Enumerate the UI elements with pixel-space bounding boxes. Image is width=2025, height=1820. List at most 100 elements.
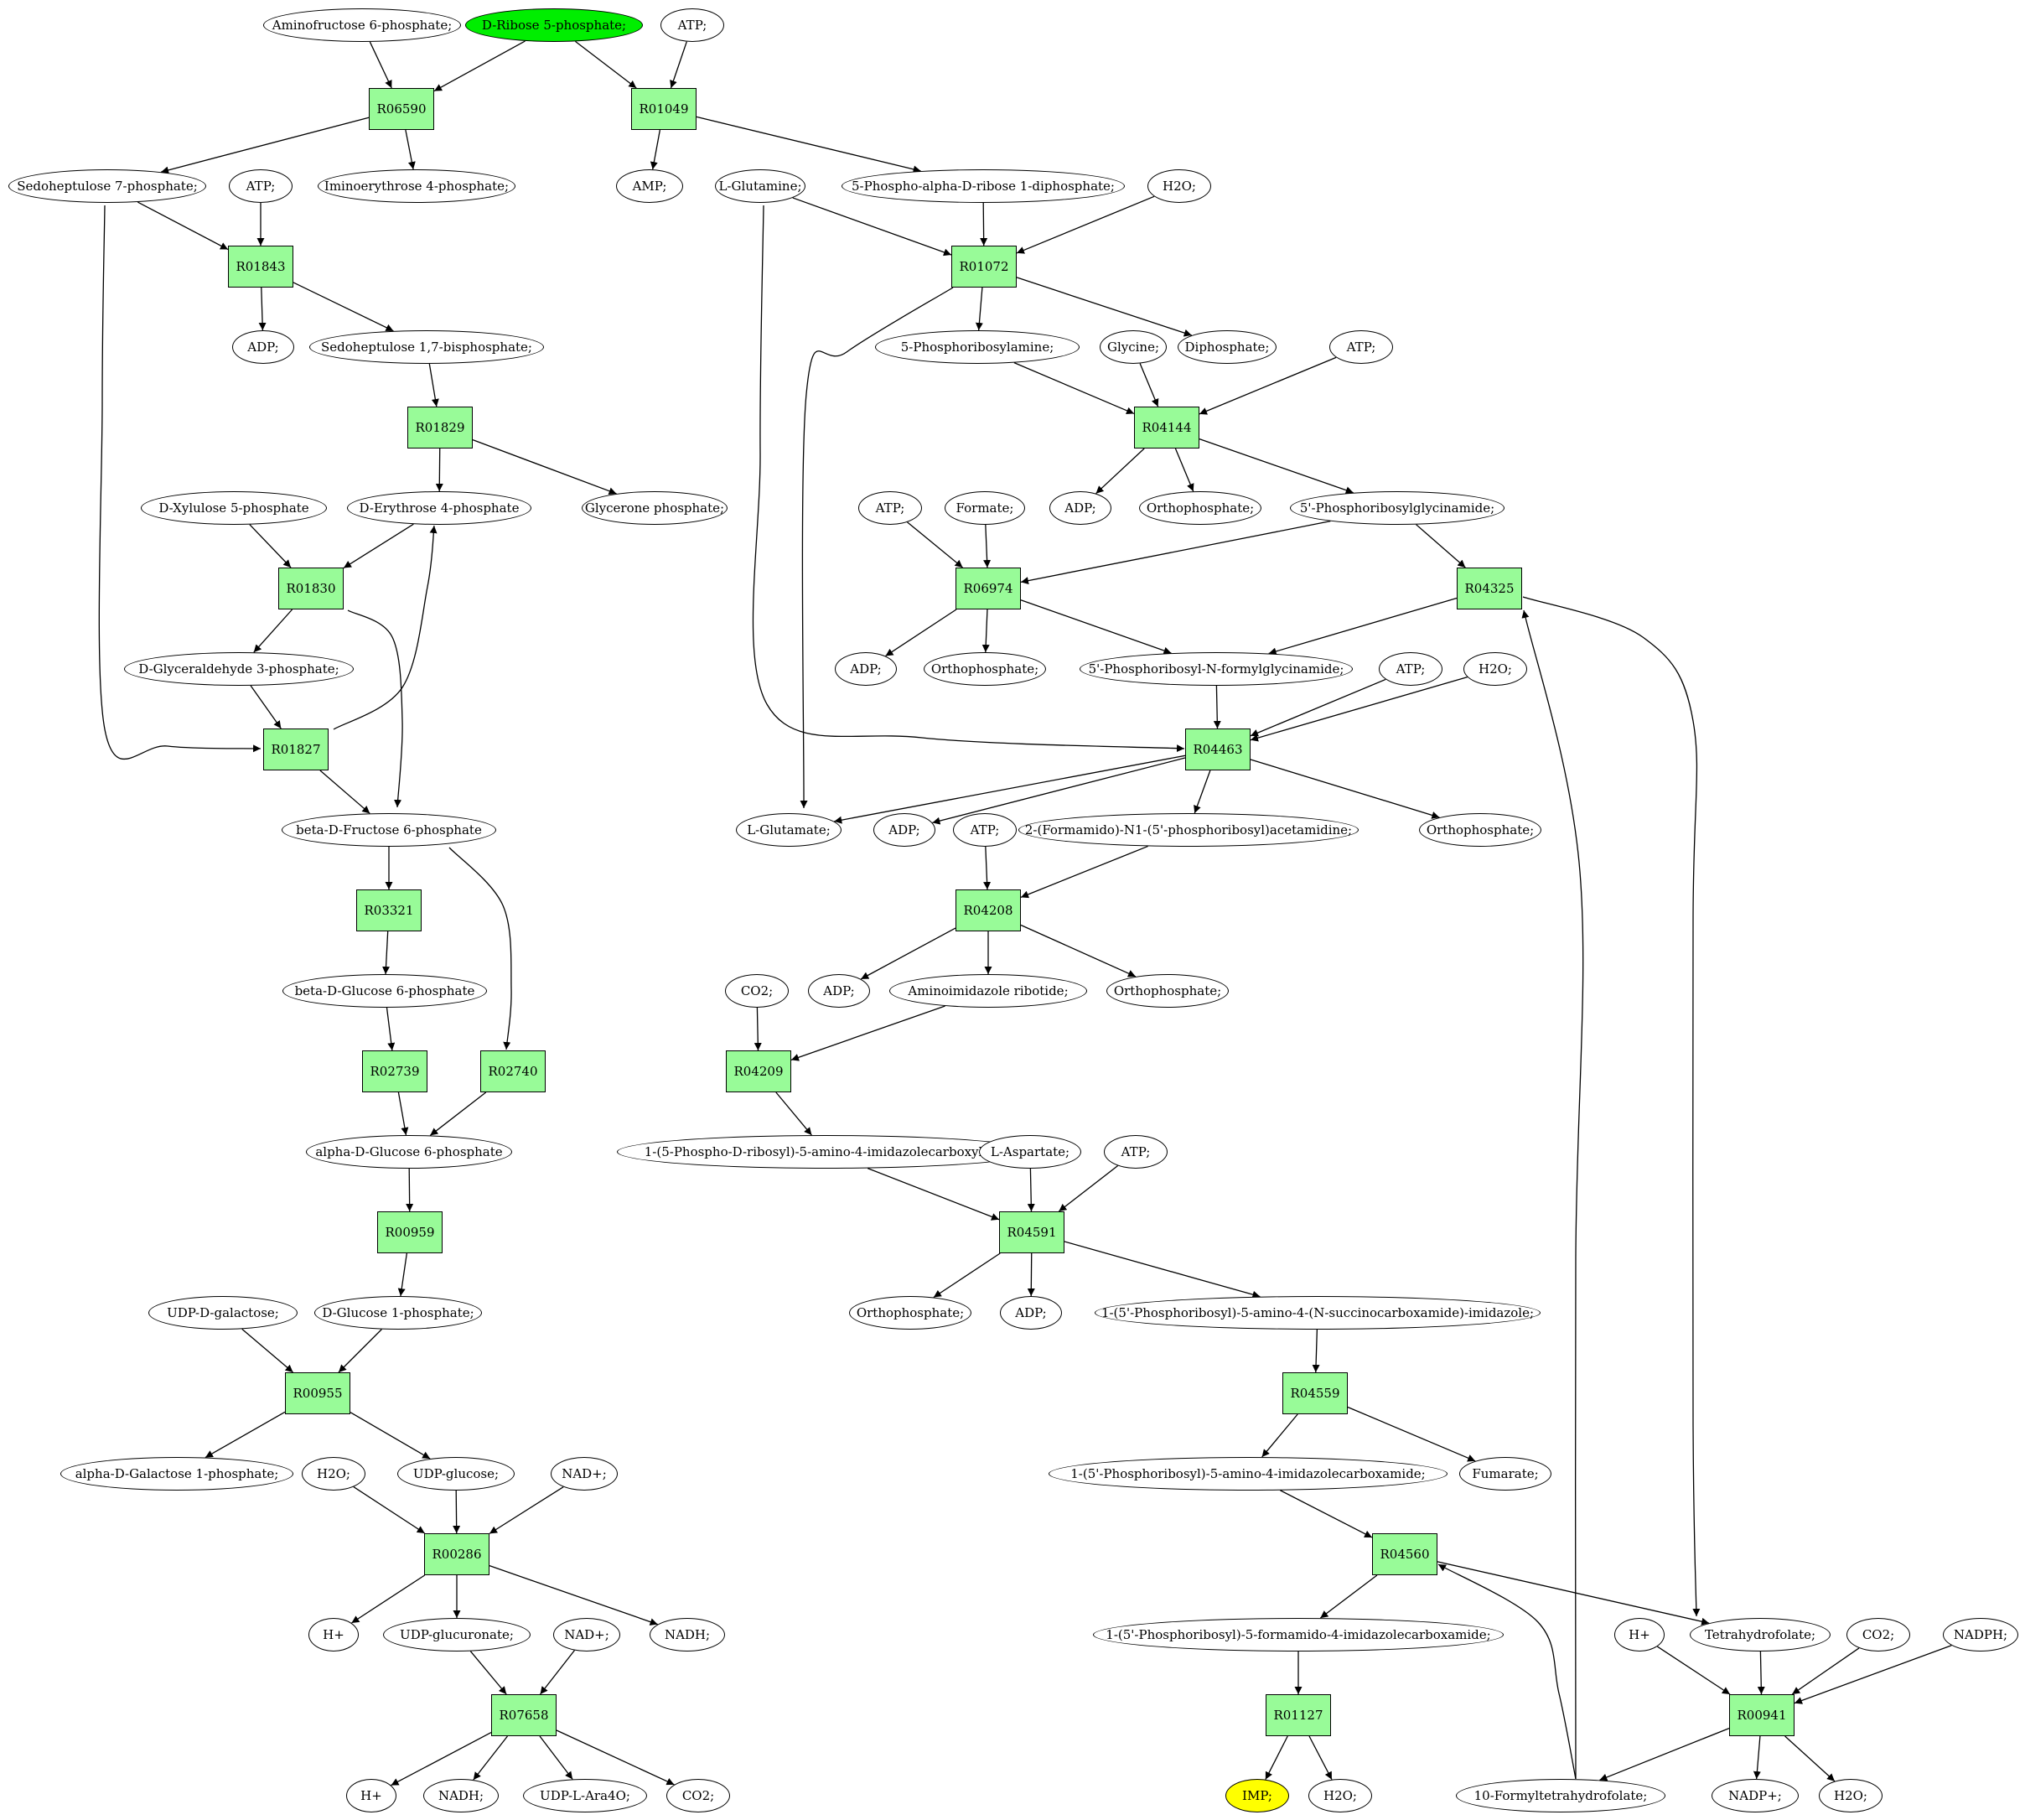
compound-node-c_fgam: 2-(Formamido)-N1-(5'-phosphoribosyl)acet… xyxy=(1018,813,1359,847)
compound-node-c_10fthf: 10-Formyltetrahydrofolate; xyxy=(1456,1779,1665,1812)
edge-c_fru6p-to-r_R02740 xyxy=(448,847,512,1050)
node-label: alpha-D-Glucose 6-phosphate xyxy=(315,1144,503,1159)
node-label: AMP; xyxy=(632,179,667,194)
reaction-node-r_R01072: R01072 xyxy=(951,246,1017,288)
compound-node-c_pi_4208: Orthophosphate; xyxy=(1106,974,1229,1008)
compound-node-c_lglu: L-Glutamate; xyxy=(736,813,842,847)
edge-c_nad_7658-to-r_R07658 xyxy=(540,1650,575,1695)
node-label: L-Aspartate; xyxy=(990,1144,1070,1159)
compound-node-c_pi_4591: Orthophosphate; xyxy=(849,1296,971,1330)
edge-c_co2_4209-to-r_R04209 xyxy=(754,1007,762,1051)
edge-c_nadph-to-r_R00941 xyxy=(1794,1645,1952,1704)
node-label: Orthophosphate; xyxy=(1113,983,1222,998)
edge-r_R01127-to-c_imp xyxy=(1265,1735,1288,1780)
edge-c_10fthf-to-r_R04560 xyxy=(1437,1563,1577,1780)
reaction-node-r_R02740: R02740 xyxy=(480,1050,546,1092)
compound-node-c_aicar: 1-(5'-Phosphoribosyl)-5-amino-4-imidazol… xyxy=(1049,1457,1448,1491)
reaction-node-r_R00286: R00286 xyxy=(424,1533,489,1575)
node-label: Sedoheptulose 7-phosphate; xyxy=(17,179,198,194)
node-label: R04463 xyxy=(1193,742,1243,757)
node-label: NADH; xyxy=(664,1627,711,1642)
edge-r_R04325-to-c_thf xyxy=(1522,596,1701,1617)
compound-node-c_ribose5p: D-Ribose 5-phosphate; xyxy=(465,8,643,42)
node-label: ADP; xyxy=(888,822,920,837)
compound-node-c_glc6p_alpha: alpha-D-Glucose 6-phosphate xyxy=(306,1135,512,1169)
node-label: H2O; xyxy=(317,1466,350,1481)
compound-node-c_nad_286: NAD+; xyxy=(551,1457,618,1491)
node-label: Orthophosphate; xyxy=(1146,500,1255,516)
node-label: ADP; xyxy=(247,340,279,355)
edge-r_R00955-to-c_gal1p xyxy=(205,1411,286,1459)
compound-node-c_h_7658: H+ xyxy=(346,1779,396,1812)
node-label: H+ xyxy=(323,1627,344,1642)
compound-node-c_atp_4463: ATP; xyxy=(1379,652,1442,686)
compound-node-c_sedo17bp: Sedoheptulose 1,7-bisphosphate; xyxy=(309,330,544,364)
node-label: H2O; xyxy=(1834,1788,1867,1803)
node-label: Tetrahydrofolate; xyxy=(1704,1627,1816,1642)
edge-r_R04144-to-c_pi_4144 xyxy=(1174,448,1194,492)
node-label: Fumarate; xyxy=(1472,1466,1539,1481)
compound-node-c_air: Aminoimidazole ribotide; xyxy=(889,974,1087,1008)
edge-c_g3p-to-r_R01827 xyxy=(250,685,282,729)
node-label: R07658 xyxy=(499,1708,549,1723)
node-label: R01127 xyxy=(1273,1708,1323,1723)
compound-node-c_nadp: NADP+; xyxy=(1712,1779,1799,1812)
reaction-node-r_R04560: R04560 xyxy=(1372,1533,1437,1575)
compound-node-c_udpglcA: UDP-glucuronate; xyxy=(383,1618,531,1651)
node-label: R03321 xyxy=(364,903,414,918)
compound-node-c_iminoery4p: Iminoerythrose 4-phosphate; xyxy=(318,169,515,203)
compound-node-c_glycine: Glycine; xyxy=(1100,330,1167,364)
edge-r_R04591-to-c_saicar xyxy=(1064,1241,1261,1299)
node-label: 5-Phospho-alpha-D-ribose 1-diphosphate; xyxy=(852,179,1115,194)
node-label: Glycerone phosphate; xyxy=(584,500,725,516)
compound-node-c_thf: Tetrahydrofolate; xyxy=(1690,1618,1831,1651)
node-label: Aminofructose 6-phosphate; xyxy=(272,18,453,33)
node-label: R01072 xyxy=(959,259,1009,274)
edge-c_h2o_286-to-r_R00286 xyxy=(353,1486,426,1534)
compound-node-c_udpara4o: UDP-L-Ara4O; xyxy=(523,1779,647,1812)
edge-r_R03321-to-c_glc6p_beta xyxy=(382,931,391,975)
node-label: Orthophosphate; xyxy=(1426,822,1535,837)
reaction-node-r_R04325: R04325 xyxy=(1457,568,1522,609)
reaction-node-r_R04591: R04591 xyxy=(999,1211,1064,1253)
edge-r_R04144-to-c_gar xyxy=(1199,438,1354,495)
node-label: H+ xyxy=(360,1788,382,1803)
node-label: R04560 xyxy=(1380,1547,1430,1562)
node-label: R04209 xyxy=(733,1064,784,1079)
node-label: R02740 xyxy=(488,1064,538,1079)
edge-c_formate-to-r_R06974 xyxy=(983,524,992,568)
reaction-node-r_R07658: R07658 xyxy=(491,1694,557,1736)
node-label: R06974 xyxy=(963,581,1013,596)
edge-r_R00941-to-c_nadp xyxy=(1753,1735,1761,1780)
edge-r_R04463-to-c_pi_4463 xyxy=(1250,759,1440,819)
compound-node-c_g3p: D-Glyceraldehyde 3-phosphate; xyxy=(124,652,354,686)
node-label: R00959 xyxy=(385,1225,435,1240)
node-label: H2O; xyxy=(1479,661,1512,677)
node-label: R04144 xyxy=(1142,420,1192,435)
compound-node-c_nadph: NADPH; xyxy=(1943,1618,2018,1651)
edge-r_R04463-to-c_lglu xyxy=(834,754,1186,824)
compound-node-c_nad_7658: NAD+; xyxy=(553,1618,620,1651)
compound-node-c_co2_4209: CO2; xyxy=(725,974,789,1008)
edge-r_R06590-to-c_iminoery4p xyxy=(405,129,416,170)
node-label: ADP; xyxy=(850,661,882,677)
node-label: UDP-glucuronate; xyxy=(400,1627,514,1642)
compound-node-c_h2o_1127: H2O; xyxy=(1308,1779,1372,1812)
edge-c_gar-to-r_R06974 xyxy=(1020,521,1331,585)
compound-node-c_lgln: L-Glutamine; xyxy=(715,169,805,203)
node-label: Sedoheptulose 1,7-bisphosphate; xyxy=(321,340,532,355)
edge-c_10fthf-to-r_R04325 xyxy=(1521,609,1584,1780)
compound-node-c_amp: AMP; xyxy=(616,169,683,203)
edge-r_R06974-to-c_fgar xyxy=(1020,599,1172,655)
node-label: L-Glutamate; xyxy=(747,822,831,837)
compound-node-c_co2_941: CO2; xyxy=(1846,1618,1910,1651)
edge-r_R01072-to-c_5pra xyxy=(975,287,983,331)
edge-c_udpglc-to-r_R00286 xyxy=(453,1490,461,1534)
reaction-node-r_R01843: R01843 xyxy=(228,246,293,288)
edge-c_ery4p-to-r_R01830 xyxy=(343,523,414,569)
edge-c_co2_941-to-r_R00941 xyxy=(1791,1647,1860,1695)
node-label: 10-Formyltetrahydrofolate; xyxy=(1473,1788,1648,1803)
edge-r_R01049-to-c_prpp xyxy=(696,116,921,174)
edge-r_R01072-to-c_lglu xyxy=(800,287,954,809)
edge-c_udpglcA-to-r_R07658 xyxy=(469,1651,507,1695)
